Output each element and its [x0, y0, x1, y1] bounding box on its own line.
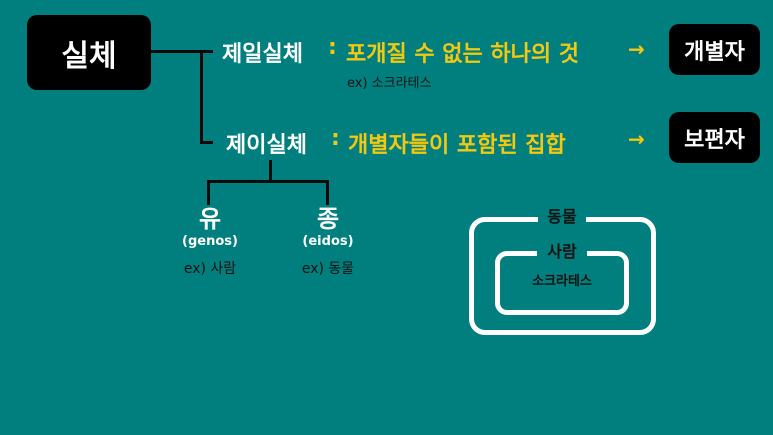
middle-set-label-gap: [537, 246, 587, 260]
subtree-horizontal: [207, 180, 329, 183]
primary-substance-example: ex) 소크라테스: [347, 76, 432, 91]
result-individual-box: 개별자: [669, 24, 760, 75]
primary-substance-definition: 포개질 수 없는 하나의 것: [346, 42, 580, 67]
species-example: ex) 동물: [301, 261, 355, 277]
root-label: 실체: [61, 38, 117, 74]
middle-set-label: 사람: [547, 242, 577, 261]
genus-greek: (genos): [182, 234, 238, 249]
result-universal-box: 보편자: [669, 112, 760, 163]
subtree-left-drop: [207, 180, 210, 205]
secondary-substance-definition: 개별자들이 포함된 집합: [348, 133, 566, 158]
genus-example: ex) 사람: [183, 261, 237, 277]
result-individual-label: 개별자: [684, 39, 745, 65]
arrow-icon: →: [628, 37, 645, 61]
connector-root-horizontal: [151, 50, 213, 53]
root-node-substance: 실체: [27, 15, 151, 90]
primary-substance-term: 제일실체: [222, 42, 303, 67]
secondary-substance-colon: :: [331, 126, 340, 151]
outer-set-label: 동물: [547, 207, 577, 226]
genus-node: 유 (genos) ex) 사람: [158, 205, 262, 278]
species-greek: (eidos): [302, 234, 354, 249]
subtree-stem: [269, 160, 272, 183]
connector-second-branch: [200, 141, 213, 144]
connector-root-vertical: [200, 50, 203, 144]
result-universal-label: 보편자: [684, 127, 745, 153]
species-label: 종: [316, 205, 340, 233]
subtree-right-drop: [326, 180, 329, 205]
species-node: 종 (eidos) ex) 동물: [276, 205, 380, 278]
secondary-substance-term: 제이실체: [226, 133, 307, 158]
genus-label: 유: [198, 205, 222, 233]
arrow-icon: →: [628, 127, 645, 151]
outer-set-label-gap: [538, 212, 586, 226]
inner-element-label: 소크라테스: [532, 274, 592, 289]
primary-substance-colon: :: [328, 35, 337, 60]
